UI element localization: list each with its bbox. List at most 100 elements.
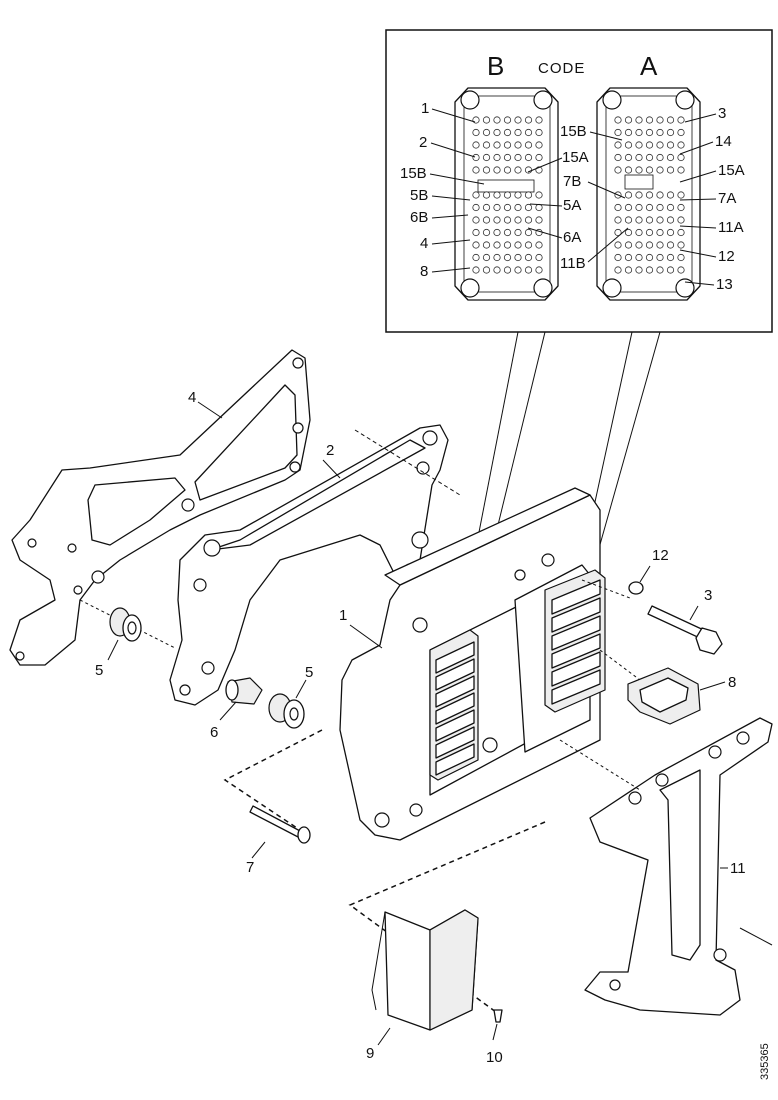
connector-pin [514, 203, 522, 212]
connector-pin [635, 191, 643, 199]
part-7-bolt: 7 [246, 805, 311, 876]
connector-pin [645, 191, 654, 199]
connector-pin [624, 216, 633, 224]
connector-pin [503, 141, 512, 149]
inset-label-15a-center: 15A [527, 149, 589, 173]
connector-pin [503, 128, 512, 137]
part-6-stud: 6 [210, 677, 263, 741]
connector-pin [656, 241, 664, 249]
connector-b-face [454, 87, 559, 301]
connector-pin [656, 166, 664, 174]
label-part-10: 10 [486, 1049, 503, 1066]
svg-text:15A: 15A [718, 162, 745, 179]
connector-pin [524, 116, 533, 124]
connector-pin [482, 266, 491, 274]
connector-slat [551, 579, 601, 615]
connector-pin [677, 116, 685, 124]
connector-pin [535, 253, 543, 262]
connector-pin [614, 203, 622, 212]
connector-pin [666, 166, 675, 174]
connector-pin [524, 141, 533, 149]
connector-pin [503, 191, 512, 199]
connector-pin [614, 166, 622, 174]
connector-pin [624, 266, 633, 274]
connector-a-face [596, 87, 701, 301]
svg-text:11A: 11A [718, 219, 744, 236]
inset-label-8: 8 [420, 263, 471, 280]
inset-label-14: 14 [679, 133, 732, 155]
connector-pin [635, 116, 643, 124]
connector-pin [514, 216, 522, 224]
svg-text:8: 8 [420, 263, 428, 280]
connector-pin [482, 228, 491, 237]
inset-label-6b: 6B [410, 209, 469, 226]
inset-label-12: 12 [679, 248, 735, 265]
inset-label-1: 1 [421, 100, 476, 123]
connector-pin [514, 241, 522, 249]
connector-pin [635, 253, 643, 262]
connector-pin [482, 153, 491, 162]
connector-pin [493, 153, 501, 162]
connector-pin [666, 191, 675, 199]
connector-pin [624, 153, 633, 162]
connector-pin [666, 266, 675, 274]
connector-slat [551, 615, 601, 651]
inset-label-7a: 7A [679, 190, 736, 207]
connector-b-header: B [487, 51, 504, 81]
connector-pin [493, 228, 501, 237]
connector-pin [472, 191, 480, 199]
connector-pin [524, 241, 533, 249]
inset-label-6a: 6A [527, 227, 581, 246]
connector-pin [624, 128, 633, 137]
connector-pin [524, 203, 533, 212]
connector-slat [435, 641, 475, 674]
connector-pin [472, 266, 480, 274]
svg-text:12: 12 [718, 248, 735, 265]
label-part-9: 9 [366, 1045, 374, 1062]
connector-pin [472, 241, 480, 249]
connector-pin [645, 153, 654, 162]
connector-pin [514, 228, 522, 237]
connector-pin [493, 266, 501, 274]
connector-pin [614, 141, 622, 149]
connector-pin [524, 191, 533, 199]
connector-pin [656, 128, 664, 137]
connector-pin [624, 241, 633, 249]
svg-text:7A: 7A [718, 190, 736, 207]
connector-pin [503, 116, 512, 124]
connector-pin [514, 141, 522, 149]
connector-pin [493, 141, 501, 149]
connector-pin [472, 203, 480, 212]
inset-label-13: 13 [684, 276, 733, 293]
connector-pin [656, 216, 664, 224]
svg-text:15B: 15B [400, 165, 427, 182]
label-part-5-right: 5 [305, 664, 313, 681]
connector-slat [551, 669, 601, 705]
svg-text:1: 1 [421, 100, 429, 117]
label-part-8: 8 [728, 674, 736, 691]
connector-pin [524, 153, 533, 162]
connector-pin [656, 266, 664, 274]
connector-pin [624, 116, 633, 124]
part-11-harness-bracket: 11 [559, 717, 773, 1016]
connector-pin [645, 266, 654, 274]
connector-pin [666, 128, 675, 137]
connector-pin [624, 191, 633, 199]
connector-pin [472, 166, 480, 174]
connector-pin [677, 241, 685, 249]
part-12-nut: 12 [581, 547, 669, 599]
connector-pin [535, 153, 543, 162]
part-2-bracket: 2 [169, 424, 461, 706]
connector-pin [624, 228, 633, 237]
connector-pin [472, 116, 480, 124]
connector-pin [535, 203, 543, 212]
connector-pin [514, 266, 522, 274]
connector-pin [493, 253, 501, 262]
connector-pin [666, 141, 675, 149]
inset-callout-line-a2 [589, 331, 661, 581]
svg-text:11B: 11B [560, 255, 586, 272]
connector-pin [614, 228, 622, 237]
connector-pin [493, 216, 501, 224]
connector-pin [614, 128, 622, 137]
connector-pin [677, 128, 685, 137]
